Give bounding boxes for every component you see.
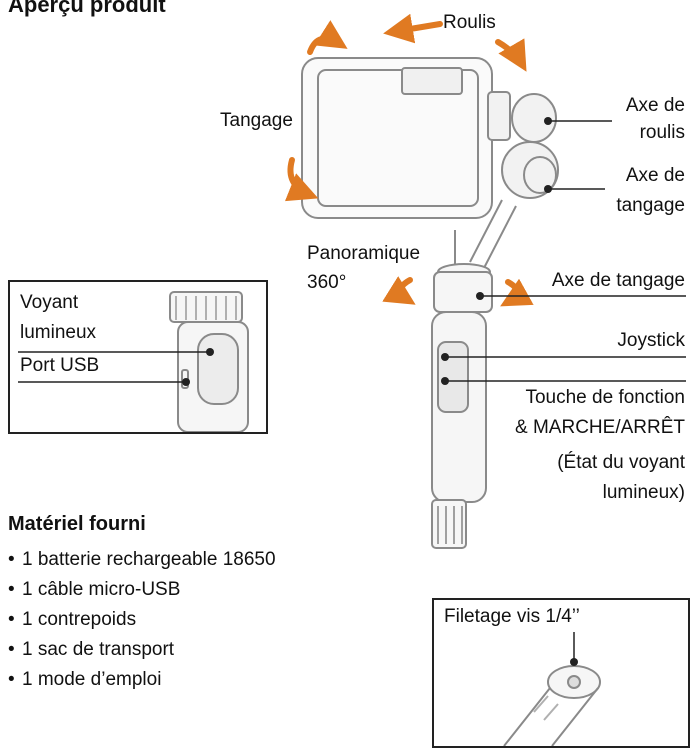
motor-sketch bbox=[487, 91, 559, 199]
label-joystick: Joystick bbox=[617, 330, 685, 351]
label-axe-tangage-1: Axe de bbox=[625, 165, 685, 186]
page-title: Aperçu produit bbox=[8, 0, 166, 17]
label-panoramique-1: Panoramique bbox=[307, 243, 421, 264]
callout-lines bbox=[445, 120, 686, 382]
list-item: 1 contrepoids bbox=[8, 605, 276, 635]
thread-detail-sketch bbox=[503, 632, 601, 746]
inset-thread-box: Filetage vis 1/4’’ bbox=[432, 598, 690, 748]
label-touche-4: lumineux) bbox=[602, 482, 685, 503]
handle-sketch bbox=[431, 263, 493, 549]
label-touche-2: & MARCHE/ARRÊT bbox=[515, 417, 685, 438]
label-tangage: Tangage bbox=[220, 110, 293, 131]
label-touche-3: (État du voyant bbox=[557, 452, 685, 473]
list-item: 1 mode d’emploi bbox=[8, 665, 276, 695]
list-item: 1 batterie rechargeable 18650 bbox=[8, 545, 276, 575]
label-axe-roulis-2: roulis bbox=[639, 122, 685, 143]
label-axe-tangage-lower: Axe de tangage bbox=[551, 270, 685, 291]
rotation-arrows bbox=[284, 13, 534, 307]
supplied-heading: Matériel fourni bbox=[8, 513, 146, 535]
supplied-list: 1 batterie rechargeable 18650 1 câble mi… bbox=[8, 545, 276, 695]
label-port-usb: Port USB bbox=[20, 355, 100, 376]
label-filetage: Filetage vis 1/4’’ bbox=[444, 606, 580, 627]
list-item: 1 câble micro-USB bbox=[8, 575, 276, 605]
label-axe-roulis-1: Axe de bbox=[625, 95, 685, 116]
handle-detail-sketch bbox=[18, 291, 249, 432]
label-touche-1: Touche de fonction bbox=[525, 387, 685, 408]
smartphone-sketch bbox=[301, 57, 493, 219]
label-voyant-2: lumineux bbox=[20, 322, 97, 343]
callout-dots bbox=[441, 117, 552, 385]
arm-sketch bbox=[454, 199, 517, 270]
label-panoramique-2: 360° bbox=[307, 272, 347, 293]
list-item: 1 sac de transport bbox=[8, 635, 276, 665]
label-roulis: Roulis bbox=[443, 12, 496, 33]
label-voyant-1: Voyant bbox=[20, 292, 79, 313]
inset-usb-box: Voyant lumineux Port USB bbox=[8, 280, 268, 434]
label-axe-tangage-2: tangage bbox=[616, 195, 685, 216]
